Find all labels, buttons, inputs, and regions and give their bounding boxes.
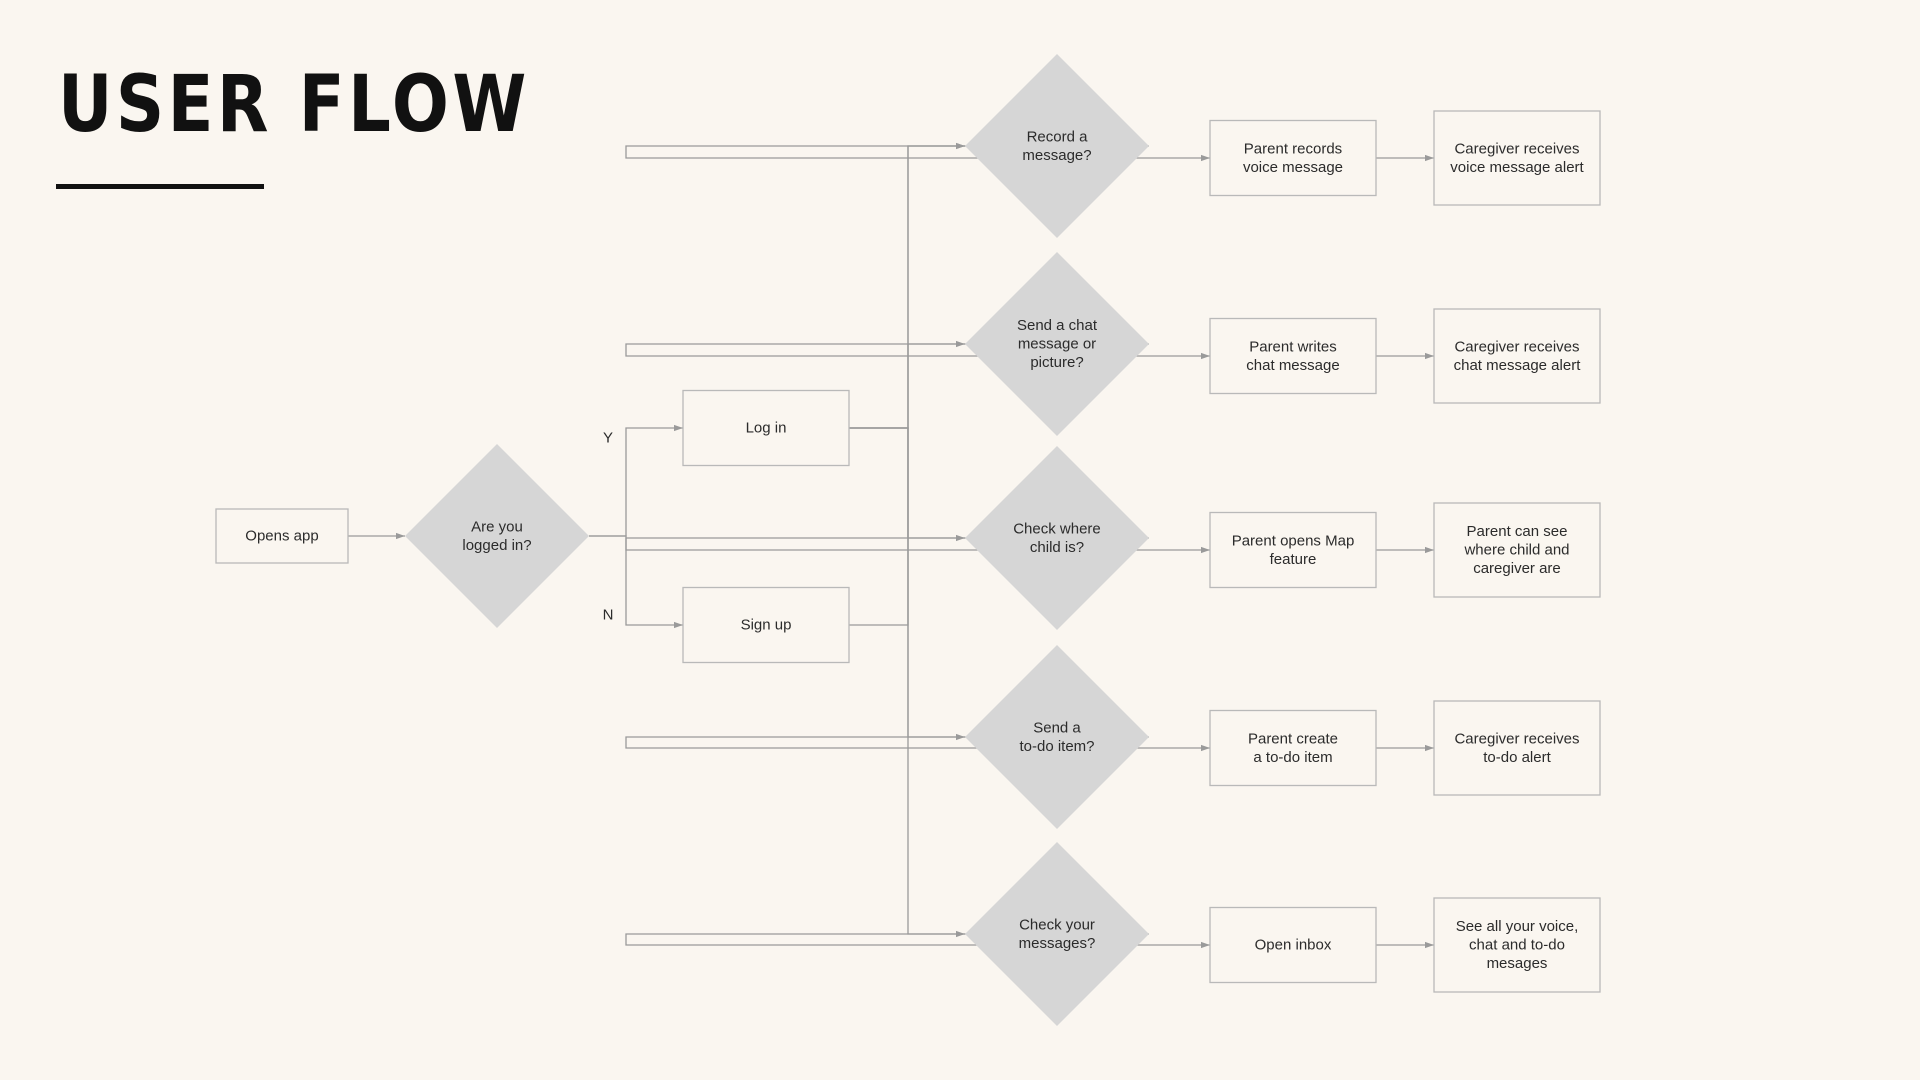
node-label: Parent create xyxy=(1248,730,1338,747)
node-check-child: Check where child is? xyxy=(965,446,1149,630)
node-label: Parent writes xyxy=(1249,338,1337,355)
edge-sign-up-to-record-message xyxy=(849,142,965,626)
edge-log-in-to-send-todo xyxy=(849,427,965,741)
node-sign-up: Sign up xyxy=(682,586,850,664)
node-label: See all your voice, xyxy=(1456,918,1579,935)
edge-record-message-to-parent-records xyxy=(625,145,1210,162)
decision-diamond xyxy=(965,842,1149,1026)
node-label: messages? xyxy=(1019,935,1096,952)
node-label: chat message xyxy=(1246,357,1339,374)
title-underline xyxy=(56,184,264,189)
node-label: Are you xyxy=(471,518,523,535)
process-box xyxy=(1433,700,1601,796)
process-box xyxy=(1209,511,1377,589)
edge-send-chat-to-parent-writes xyxy=(625,343,1210,360)
node-check-messages: Check your messages? xyxy=(965,842,1149,1026)
node-label: Send a chat xyxy=(1017,317,1098,334)
node-label: Caregiver receives xyxy=(1454,140,1579,157)
node-label: chat and to-do xyxy=(1469,937,1565,954)
node-log-in: Log in xyxy=(682,389,850,467)
node-label: Log in xyxy=(746,420,787,437)
node-caregiver-chat: Caregiver receives chat message alert xyxy=(1433,308,1601,404)
node-label: child is? xyxy=(1030,539,1084,556)
node-label: to-do item? xyxy=(1019,738,1094,755)
edges-layer: YN xyxy=(348,142,1434,949)
edge-check-child-to-parent-map xyxy=(625,537,1210,554)
node-opens-app: Opens app xyxy=(215,508,349,564)
node-label: Caregiver receives xyxy=(1454,730,1579,747)
nodes-layer: Opens app Are you logged in? Log in Sign up R… xyxy=(215,54,1601,1026)
node-label: Send a xyxy=(1033,719,1081,736)
node-label: Parent opens Map xyxy=(1232,532,1355,549)
decision-diamond xyxy=(965,645,1149,829)
decision-diamond xyxy=(965,252,1149,436)
edge-check-messages-to-open-inbox xyxy=(625,933,1210,949)
process-box xyxy=(682,389,850,467)
node-parent-writes: Parent writes chat message xyxy=(1209,317,1377,395)
process-box xyxy=(215,508,349,564)
node-label: Caregiver receives xyxy=(1454,338,1579,355)
node-label: Opens app xyxy=(245,528,318,545)
node-label: Sign up xyxy=(741,617,792,634)
branch-label: Y xyxy=(603,430,613,447)
process-box xyxy=(1209,317,1377,395)
node-label: where child and xyxy=(1463,542,1569,559)
node-open-inbox: Open inbox xyxy=(1209,906,1377,984)
node-label: logged in? xyxy=(462,537,531,554)
process-box xyxy=(1209,119,1377,197)
node-send-todo: Send a to-do item? xyxy=(965,645,1149,829)
node-label: message? xyxy=(1022,147,1091,164)
node-label: caregiver are xyxy=(1473,560,1561,577)
node-label: voice message alert xyxy=(1450,159,1584,176)
node-label: chat message alert xyxy=(1454,357,1582,374)
node-label: Check where xyxy=(1013,520,1101,537)
node-logged-in: Are you logged in? xyxy=(405,444,589,628)
edge-log-in-to-record-message xyxy=(849,142,965,429)
process-box xyxy=(1433,308,1601,404)
edge-logged-in-to-sign-up xyxy=(589,535,683,629)
node-caregiver-voice: Caregiver receives voice message alert xyxy=(1433,110,1601,206)
node-label: picture? xyxy=(1030,354,1083,371)
node-label: message or xyxy=(1018,336,1096,353)
decision-diamond xyxy=(405,444,589,628)
node-label: voice message xyxy=(1243,159,1343,176)
process-box xyxy=(1433,897,1601,993)
node-label: Parent can see xyxy=(1467,523,1568,540)
node-label: Record a xyxy=(1027,128,1089,145)
node-label: Parent records xyxy=(1244,140,1342,157)
process-box xyxy=(1433,502,1601,598)
node-label: mesages xyxy=(1487,955,1548,972)
decision-diamond xyxy=(965,54,1149,238)
page-title: USER FLOW xyxy=(58,60,530,150)
decision-diamond xyxy=(965,446,1149,630)
node-record-message: Record a message? xyxy=(965,54,1149,238)
node-label: Check your xyxy=(1019,916,1095,933)
node-label: a to-do item xyxy=(1253,749,1332,766)
process-box xyxy=(682,586,850,664)
process-box xyxy=(1433,110,1601,206)
node-caregiver-todo: Caregiver receives to-do alert xyxy=(1433,700,1601,796)
node-parent-records: Parent records voice message xyxy=(1209,119,1377,197)
process-box xyxy=(1209,709,1377,787)
edge-log-in-to-check-messages xyxy=(849,427,965,938)
node-parent-map: Parent opens Map feature xyxy=(1209,511,1377,589)
edge-send-todo-to-parent-todo xyxy=(625,736,1210,752)
node-parent-todo: Parent create a to-do item xyxy=(1209,709,1377,787)
process-box xyxy=(1209,906,1377,984)
node-label: feature xyxy=(1270,551,1317,568)
node-label: Open inbox xyxy=(1255,937,1332,954)
node-label: to-do alert xyxy=(1483,749,1551,766)
branch-label: N xyxy=(603,607,614,624)
edge-log-in-to-check-child xyxy=(849,427,965,542)
